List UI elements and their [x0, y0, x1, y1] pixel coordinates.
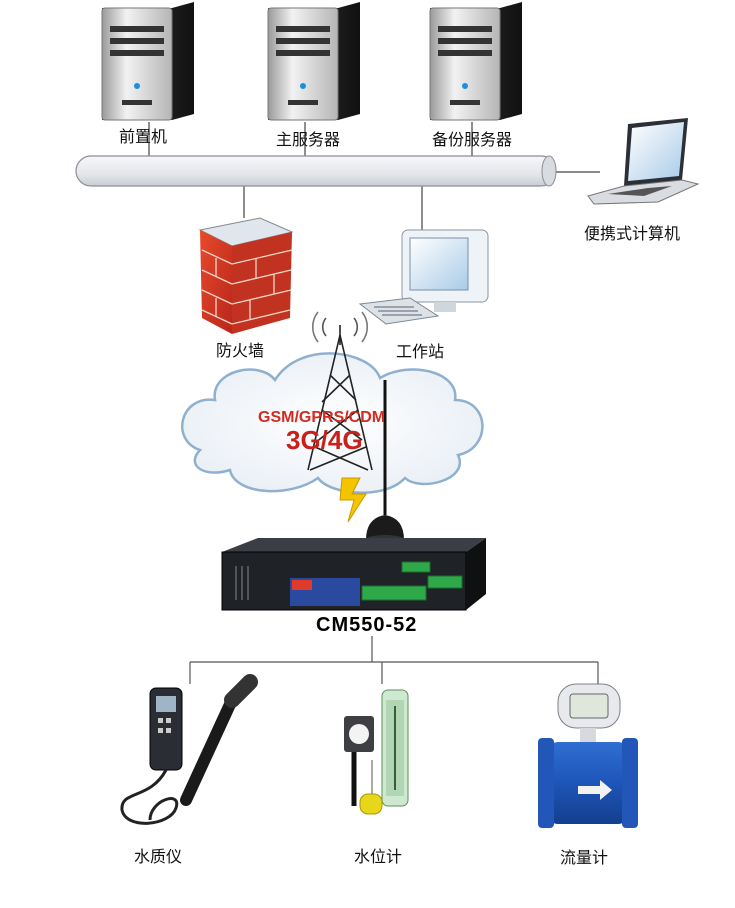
- flow-meter-icon: [538, 683, 638, 828]
- server-label-main: 主服务器: [276, 130, 341, 149]
- network-protocols-label: GSM/GPRS/CDM: [258, 409, 386, 426]
- server-label-front: 前置机: [119, 127, 168, 146]
- server-connector-lines: [148, 122, 600, 236]
- server-front-machine: [101, 2, 194, 121]
- sensor-label-water-quality: 水质仪: [134, 847, 183, 866]
- sensor-label-water-level: 水位计: [354, 847, 403, 866]
- network-backbone-pipe: [75, 155, 557, 187]
- rtu-gateway-icon: [221, 538, 486, 611]
- firewall-icon: [198, 217, 294, 334]
- server-backup: [429, 2, 522, 121]
- sensor-label-flow: 流量计: [560, 848, 609, 867]
- laptop-icon: [587, 118, 700, 205]
- laptop-label: 便携式计算机: [584, 224, 681, 243]
- gateway-model-label: CM550-52: [316, 614, 418, 636]
- wireless-network-cloud: [181, 352, 484, 494]
- server-main: [267, 2, 360, 121]
- network-generation-label: 3G/4G: [286, 425, 363, 455]
- firewall-label: 防火墙: [216, 341, 265, 360]
- server-label-backup: 备份服务器: [432, 130, 513, 149]
- signal-bolt-icon: [339, 477, 367, 523]
- workstation-icon: [358, 229, 489, 325]
- cell-tower-icon: [307, 311, 373, 471]
- water-quality-meter-icon: [120, 674, 258, 825]
- workstation-label: 工作站: [396, 342, 445, 361]
- sensor-bus-lines: [189, 636, 599, 684]
- water-level-gauge-icon: [344, 689, 409, 815]
